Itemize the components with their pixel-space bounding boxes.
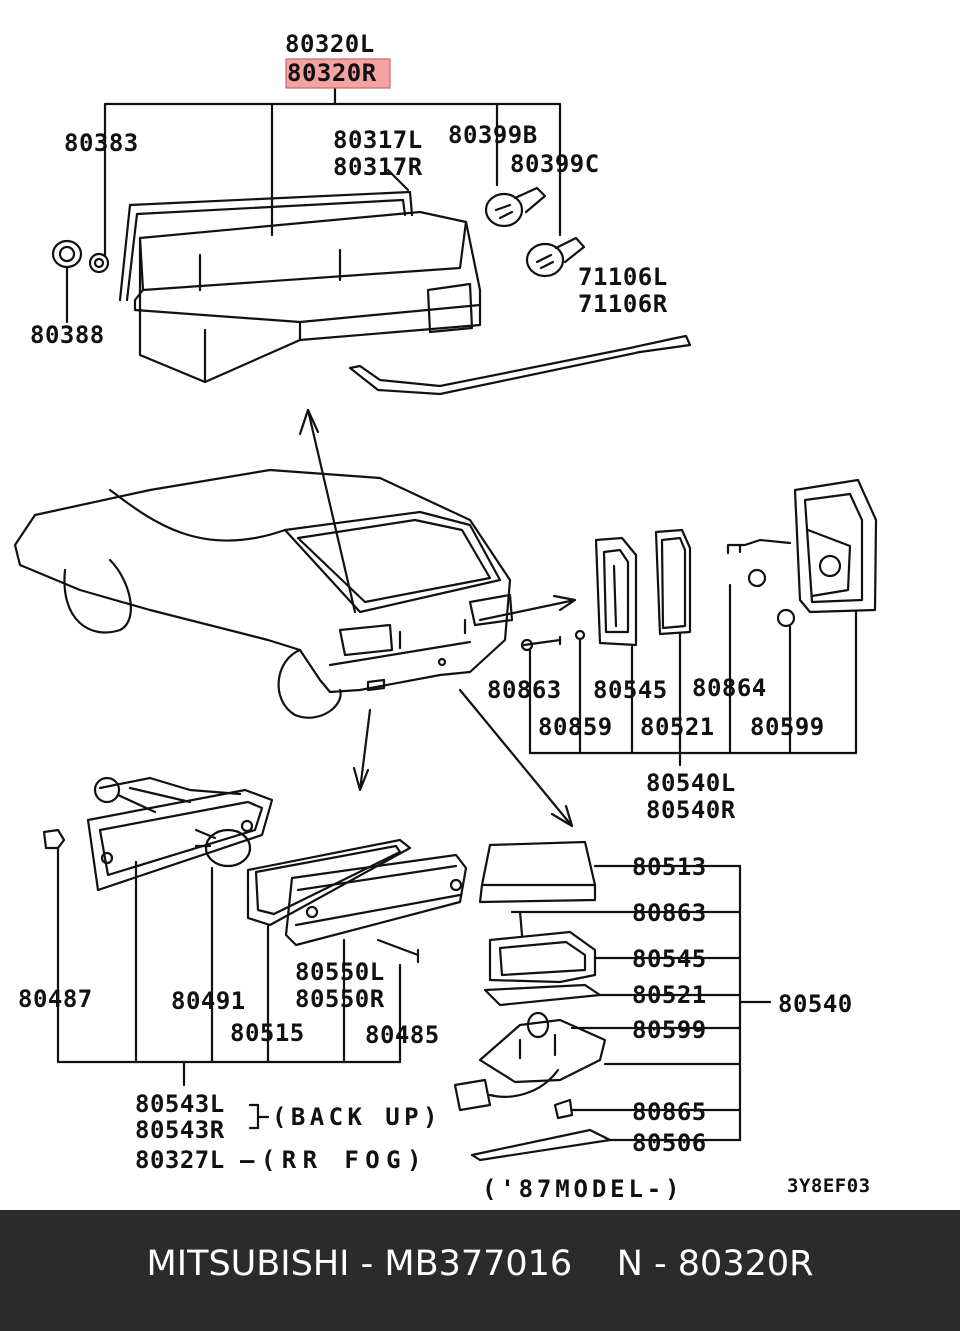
label-80545-side: 80545 [593,676,668,704]
license-lamp-drawing [453,840,772,1162]
label-80399c: 80399C [510,150,600,178]
label-80540r: 80540R [646,796,736,824]
label-80550l: 80550L [295,958,385,986]
label-80383: 80383 [64,129,139,157]
label-80859: 80859 [538,713,613,741]
label-71106l: 71106L [578,263,668,291]
label-80485: 80485 [365,1021,440,1049]
label-model: ('87MODEL-) [482,1175,680,1203]
label-80513: 80513 [632,853,707,881]
label-80540: 80540 [778,990,853,1018]
footer-brand: MITSUBISHI [146,1243,350,1284]
label-80599-license: 80599 [632,1016,707,1044]
label-backup: (BACK UP) [272,1103,438,1131]
label-80863-side: 80863 [487,676,562,704]
footer-separator: - [349,1243,385,1284]
label-80540l: 80540L [646,769,736,797]
bulb-80399b [484,186,547,228]
footer-ref: N - 80320R [616,1243,814,1284]
label-80545-license: 80545 [632,945,707,973]
bulb-80399c [525,236,586,278]
rear-combination-lamp-drawing [51,86,692,396]
label-80487: 80487 [18,985,93,1013]
side-marker-lamp-drawing [520,478,878,767]
label-rrfog: —(RR FOG) [240,1146,422,1174]
label-80599-side: 80599 [750,713,825,741]
label-80521-license: 80521 [632,981,707,1009]
backup-fog-lamp-drawing [42,776,468,1130]
highlight-80320r [285,58,391,89]
label-80515: 80515 [230,1019,305,1047]
label-80388: 80388 [30,321,105,349]
label-80317l: 80317L [333,126,423,154]
label-71106r: 71106R [578,290,668,318]
label-80491: 80491 [171,987,246,1015]
label-80506: 80506 [632,1129,707,1157]
label-80317r: 80317R [333,153,423,181]
label-80543l: 80543L [135,1090,225,1118]
parts-diagram: 80320L 80320R 80383 80317L 80317R 80399B… [13,30,878,1203]
label-80399b: 80399B [448,121,538,149]
label-80550r: 80550R [295,985,385,1013]
label-80320l: 80320L [285,30,375,58]
label-80864: 80864 [692,674,767,702]
car-rear-view-drawing [13,468,514,719]
label-80327l: 80327L [135,1146,225,1174]
footer-gap [572,1244,617,1284]
diagram-code: 3Y8EF03 [787,1175,871,1197]
label-80320r: 80320R [287,59,377,87]
label-80865: 80865 [632,1098,707,1126]
label-80521-side: 80521 [640,713,715,741]
footer-bar: MITSUBISHI - MB377016 N - 80320R [0,1210,960,1331]
label-80863-license: 80863 [632,899,707,927]
label-80543r: 80543R [135,1116,225,1144]
footer-part-number: MB377016 [384,1243,573,1284]
